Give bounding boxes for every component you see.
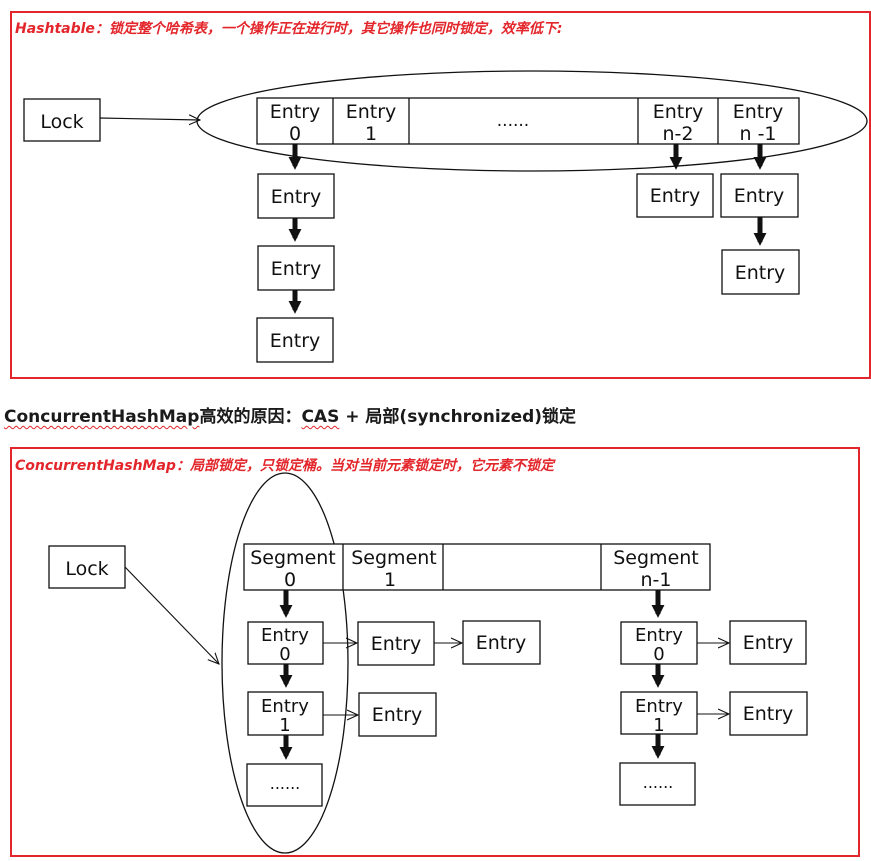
hashtable-panel (10, 11, 871, 379)
segment-array: Segment 0 Segment 1 Segment n-1 (243, 543, 711, 591)
bucket-n2-label: Entry (653, 101, 704, 123)
entry1-index: 1 (653, 715, 664, 736)
segment-0-label: Segment (250, 547, 336, 569)
chain-entry-label: Entry (743, 632, 794, 654)
concurrenthashmap-caption: ConcurrentHashMap：局部锁定，只锁定桶。当对当前元素锁定时，它元… (15, 458, 554, 474)
bucket-0-label: Entry (270, 101, 321, 123)
hashtable-lock-ellipse (196, 70, 868, 172)
chain-entry-label: Entry (650, 185, 701, 207)
bucket-1-label: Entry (346, 101, 397, 123)
chain-entry-box: Entry (257, 173, 335, 219)
entry1-index: 1 (279, 715, 290, 736)
hashtable-lock-arrow (99, 118, 200, 120)
segmentn1-entry0-box: Entry 0 (620, 621, 698, 665)
chain-entry-box: Entry (720, 173, 799, 218)
chain-entry-box: Entry (357, 621, 435, 666)
chain-entry-label: Entry (271, 258, 322, 280)
chain-ellipsis-label: ...... (270, 774, 301, 793)
segmentn1-entry1-box: Entry 1 (620, 691, 698, 736)
chain-entry-box: Entry (462, 620, 541, 665)
segment-0-index: 0 (284, 569, 296, 591)
heading-text: 高效的原因： (199, 407, 302, 427)
chm-lock-box: Lock (48, 545, 126, 589)
hashtable-lock-label: Lock (40, 111, 83, 133)
chain-entry-label: Entry (270, 330, 321, 352)
chain-entry-box: Entry (358, 692, 437, 737)
chain-ellipsis-box: ...... (619, 762, 696, 806)
hashtable-lock-box: Lock (23, 98, 101, 142)
chain-entry-box: Entry (721, 249, 800, 295)
entry1-label: Entry (261, 696, 309, 717)
chain-entry-box: Entry (729, 691, 808, 736)
entry0-label: Entry (635, 625, 683, 646)
segment-n1-index: n-1 (641, 569, 672, 591)
hashtable-bucket-array: Entry 0 Entry 1 ...... Entry n-2 Entry n… (256, 97, 800, 145)
chain-entry-box: Entry (729, 620, 807, 665)
entry0-index: 0 (279, 644, 290, 665)
segment0-entry1-box: Entry 1 (247, 691, 324, 736)
heading: ConcurrentHashMap高效的原因：CAS + 局部(synchron… (4, 402, 576, 427)
chain-entry-box: Entry (636, 173, 714, 218)
chm-lock-arrow (124, 566, 219, 664)
chain-entry-label: Entry (743, 703, 794, 725)
concurrenthashmap-panel (10, 447, 860, 857)
segment0-entry0-box: Entry 0 (247, 621, 324, 665)
chain-entry-label: Entry (271, 186, 322, 208)
segment-1-index: 1 (384, 569, 396, 591)
chain-entry-label: Entry (735, 262, 786, 284)
bucket-1-index: 1 (365, 123, 377, 145)
bucket-n1-index: n -1 (739, 123, 776, 145)
chain-entry-label: Entry (476, 632, 527, 654)
chain-ellipsis-box: ...... (246, 763, 323, 807)
heading-rest: + 局部(synchronized)锁定 (339, 407, 577, 427)
heading-cas: CAS (301, 407, 340, 427)
chain-entry-label: Entry (734, 185, 785, 207)
hashtable-caption: Hashtable：锁定整个哈希表，一个操作正在进行时，其它操作也同时锁定，效率… (15, 21, 563, 37)
chain-entry-label: Entry (371, 633, 422, 655)
chain-entry-box: Entry (257, 245, 335, 291)
bucket-0-index: 0 (289, 123, 301, 145)
bucket-ellipsis: ...... (497, 111, 529, 131)
heading-term: ConcurrentHashMap (4, 407, 200, 427)
chain-entry-box: Entry (256, 317, 334, 363)
chm-lock-label: Lock (65, 558, 108, 580)
bucket-n2-index: n-2 (663, 123, 694, 145)
bucket-n1-label: Entry (733, 101, 784, 123)
entry1-label: Entry (635, 696, 683, 717)
entry0-label: Entry (261, 625, 309, 646)
segment-1-label: Segment (351, 547, 437, 569)
chain-ellipsis-label: ...... (643, 773, 674, 792)
entry0-index: 0 (653, 644, 664, 665)
chain-entry-label: Entry (372, 704, 423, 726)
segment-n1-label: Segment (613, 547, 699, 569)
segment-lock-ellipse (221, 472, 349, 854)
